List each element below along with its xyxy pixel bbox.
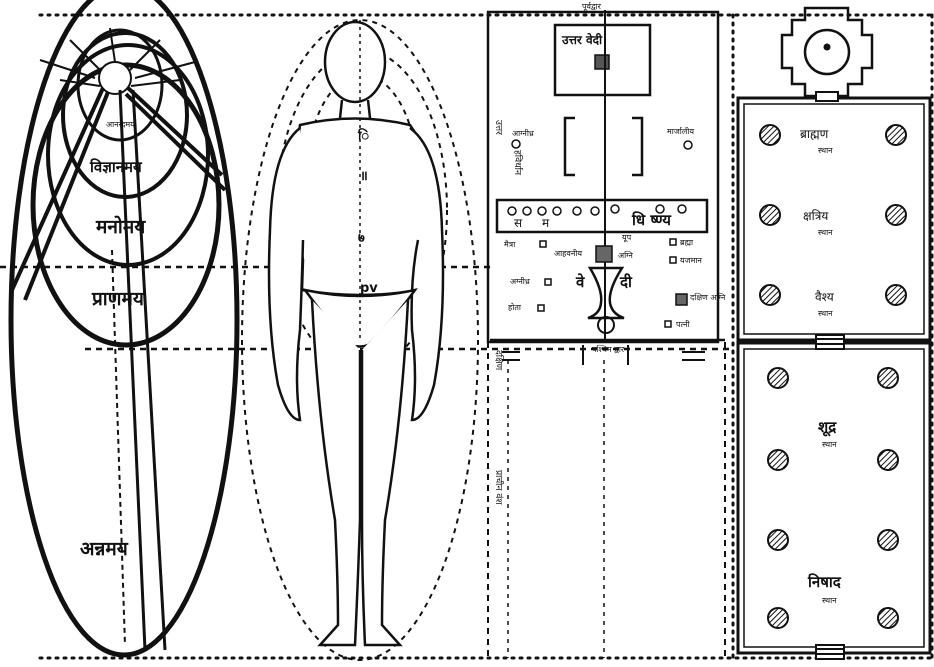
label-annamaya: अन्नमय bbox=[80, 540, 128, 559]
pillar-10 bbox=[878, 450, 898, 470]
hall-pillars bbox=[760, 125, 906, 628]
havirdhana-brackets bbox=[565, 118, 642, 175]
sadas-rect bbox=[497, 200, 707, 232]
label-vijnanamaya: विज्ञानमय bbox=[90, 160, 142, 175]
label-kshatriya-sub: स्थान bbox=[818, 229, 833, 237]
left-leg bbox=[312, 300, 360, 645]
uttara-vedi-fire bbox=[595, 55, 609, 69]
torso bbox=[296, 119, 424, 296]
label-sadas-right: धि ष्ण्य bbox=[632, 213, 671, 228]
ahavaniya-fire bbox=[596, 246, 612, 262]
pillar-1 bbox=[760, 125, 780, 145]
pillar-6 bbox=[886, 285, 906, 305]
pillar-9 bbox=[768, 450, 788, 470]
label-maitravaruna: मैत्रा bbox=[504, 241, 515, 249]
lower-hall bbox=[738, 343, 930, 653]
label-agnidhra: आग्नीध्र bbox=[512, 130, 534, 138]
label-dakshina-agni: दक्षिण अग्नि bbox=[690, 294, 726, 302]
label-prachina-vamsha: प्राचीन वंश bbox=[493, 470, 502, 504]
pillar-11 bbox=[768, 530, 788, 550]
pillar-5 bbox=[760, 285, 780, 305]
left-arm bbox=[269, 128, 303, 420]
label-vedi-right: दी bbox=[620, 275, 632, 290]
label-south: दक्षिण bbox=[493, 350, 502, 370]
label-brahmana: ब्राह्मण bbox=[800, 128, 828, 140]
label-kshatriya: क्षत्रिय bbox=[803, 210, 828, 222]
shrine-circle bbox=[805, 30, 849, 74]
label-nishada: निषाद bbox=[808, 575, 841, 590]
label-east-gate: पूर्वद्वार bbox=[582, 3, 601, 11]
dakshina-fire bbox=[676, 294, 687, 305]
svg-text:pv: pv bbox=[360, 281, 378, 296]
label-vedi-left: वे bbox=[576, 275, 584, 290]
label-brahmana-sub: स्थान bbox=[818, 147, 833, 155]
label-shudra: शूद्र bbox=[818, 420, 836, 435]
label-anandamaya: आनन्दमय bbox=[106, 121, 135, 129]
label-agni: अग्नि bbox=[618, 252, 633, 260]
pillar-4 bbox=[886, 205, 906, 225]
label-manomaya: मनोमय bbox=[96, 218, 145, 237]
right-arm bbox=[410, 128, 443, 420]
pillar-13 bbox=[768, 608, 788, 628]
label-yupa: यूप bbox=[622, 234, 631, 242]
svg-text:॥: ॥ bbox=[360, 169, 368, 184]
pillar-8 bbox=[878, 368, 898, 388]
label-paschima-dvara: पश्चिम द्वार bbox=[588, 346, 628, 354]
label-agnidh: अग्नीध्र bbox=[510, 278, 530, 286]
label-nishada-sub: स्थान bbox=[822, 597, 837, 605]
label-sadas-left: स bbox=[514, 217, 522, 229]
human-figure-panel: ि ॥ ७ pv bbox=[242, 20, 478, 660]
label-patni: पत्नी bbox=[676, 321, 690, 329]
label-shudra-sub: स्थान bbox=[822, 441, 837, 449]
svg-text:ि: ि bbox=[357, 128, 369, 144]
yajna-plan-panel bbox=[488, 10, 725, 658]
label-vaishya: वैश्य bbox=[815, 291, 834, 303]
shrine-outline bbox=[782, 8, 872, 96]
right-leg bbox=[362, 300, 408, 645]
svg-text:७: ७ bbox=[358, 231, 365, 246]
head bbox=[325, 22, 385, 102]
label-havirdhana: हविर्धान bbox=[512, 150, 521, 175]
label-yajamana: यजमान bbox=[680, 257, 702, 265]
label-vaishya-sub: स्थान bbox=[818, 310, 833, 318]
label-uttara-vedi: उत्तर वेदी bbox=[562, 34, 602, 46]
pillar-7 bbox=[768, 368, 788, 388]
pillar-12 bbox=[878, 530, 898, 550]
label-sadas-mid: म bbox=[542, 217, 549, 229]
label-north: उत्तर bbox=[493, 120, 502, 135]
pillar-2 bbox=[886, 125, 906, 145]
pillar-3 bbox=[760, 205, 780, 225]
pillar-14 bbox=[878, 608, 898, 628]
label-brahma: ब्रह्मा bbox=[680, 239, 693, 247]
human-body bbox=[269, 22, 443, 645]
label-pranamaya: प्राणमय bbox=[92, 290, 144, 309]
label-ahavaniya: आहवनीय bbox=[554, 250, 582, 258]
varna-hall-panel bbox=[738, 8, 930, 659]
label-hota: होता bbox=[508, 304, 521, 312]
label-marjaliya: मार्जालीय bbox=[667, 128, 694, 136]
